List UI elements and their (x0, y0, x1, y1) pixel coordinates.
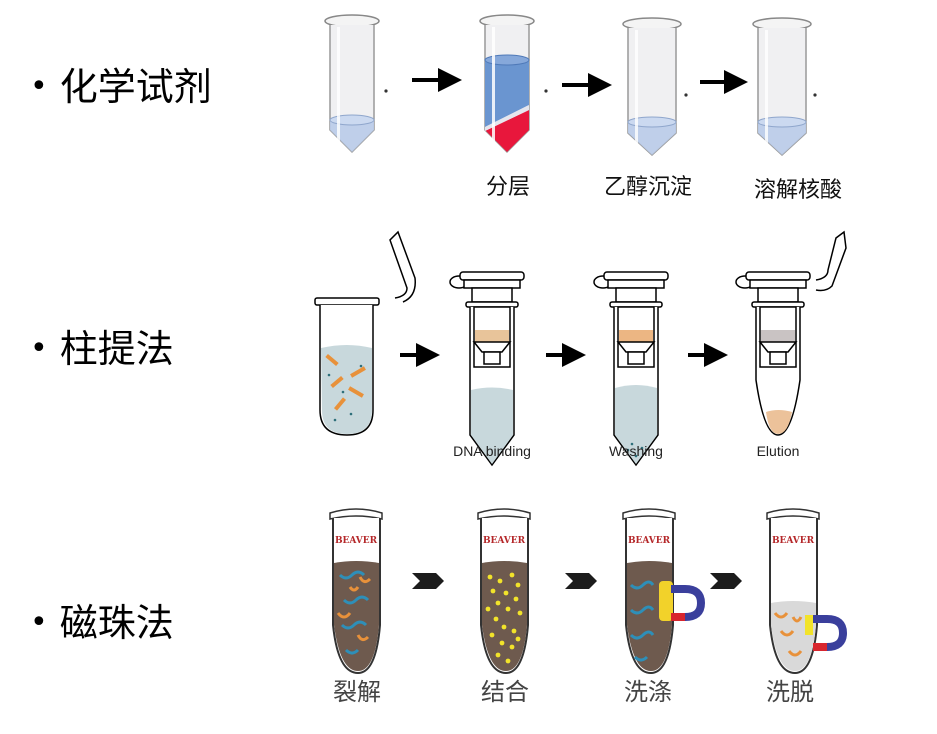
row-chemical: 分层 乙醇沉淀 溶解核酸 (324, 14, 842, 203)
tube-phase-separation (479, 14, 535, 154)
chevron-arrow-icon (565, 573, 597, 589)
method-magnetic-beads: • 磁珠法 (30, 604, 174, 642)
step-label: Washing (609, 443, 663, 459)
step-label: Elution (757, 443, 800, 459)
tube-lid (815, 230, 847, 292)
tick-mark (684, 93, 688, 97)
tube-sample (324, 14, 380, 154)
row-spin-column: DNA binding Washing (314, 230, 847, 467)
tube-ethanol-precipitation (622, 17, 682, 157)
tube-lysis: BEAVER (329, 508, 383, 675)
tube-lysate (314, 230, 416, 436)
brand-label: BEAVER (483, 536, 526, 546)
bead-cluster (659, 581, 673, 621)
eluate (771, 601, 816, 671)
tick-mark (384, 89, 388, 93)
chevron-arrow-icon (412, 573, 444, 589)
eluted-dna (766, 410, 792, 434)
step-label: 乙醇沉淀 (604, 175, 692, 200)
column-elution (735, 230, 847, 436)
method-title: 柱提法 (59, 327, 174, 371)
silica-membrane (761, 330, 795, 342)
tick-mark (544, 89, 548, 93)
column-dna-binding (449, 271, 525, 467)
silica-membrane (475, 330, 509, 342)
tube-binding: BEAVER (477, 508, 531, 675)
step-label: 溶解核酸 (754, 178, 842, 203)
brand-label: BEAVER (628, 536, 671, 546)
step-label: 洗脱 (766, 678, 814, 706)
magnetic-beads (485, 572, 523, 664)
organic-phase (485, 110, 529, 152)
method-chemical-reagent: • 化学试剂 (30, 68, 212, 106)
liquid (628, 123, 676, 155)
liquid (758, 123, 806, 155)
bullet-dot: • (30, 69, 48, 104)
bullet-dot: • (30, 605, 48, 640)
step-label: 洗涤 (624, 678, 672, 706)
method-title: 化学试剂 (59, 65, 212, 109)
tube-lid (389, 230, 416, 303)
liquid (330, 120, 374, 152)
dna-fragments (325, 353, 366, 411)
brand-label: BEAVER (772, 536, 815, 546)
magnet-icon (813, 615, 848, 651)
chevron-arrow-icon (710, 573, 742, 589)
tube-washing: BEAVER (622, 508, 706, 675)
column-washing (593, 271, 669, 467)
method-spin-column: • 柱提法 (30, 330, 174, 368)
brand-label: BEAVER (335, 536, 378, 546)
tick-mark (813, 93, 817, 97)
buffer (321, 345, 372, 434)
tube-dissolve-nucleic-acid (752, 17, 812, 157)
silica-membrane (619, 330, 653, 342)
lysate (334, 561, 379, 671)
step-label: DNA binding (453, 443, 531, 459)
lysate (482, 561, 527, 671)
step-label: 分层 (486, 175, 530, 200)
bullet-dot: • (30, 331, 48, 366)
row-magnetic-beads: BEAVER 裂解 BEAVER 结合 BEA (329, 508, 848, 706)
bead-cluster (805, 615, 813, 635)
method-title: 磁珠法 (59, 601, 174, 645)
step-label: 结合 (481, 678, 529, 706)
step-label: 裂解 (333, 678, 381, 706)
tube-elution: BEAVER (766, 508, 848, 675)
aqueous-phase (485, 60, 529, 127)
magnet-icon (671, 585, 706, 621)
